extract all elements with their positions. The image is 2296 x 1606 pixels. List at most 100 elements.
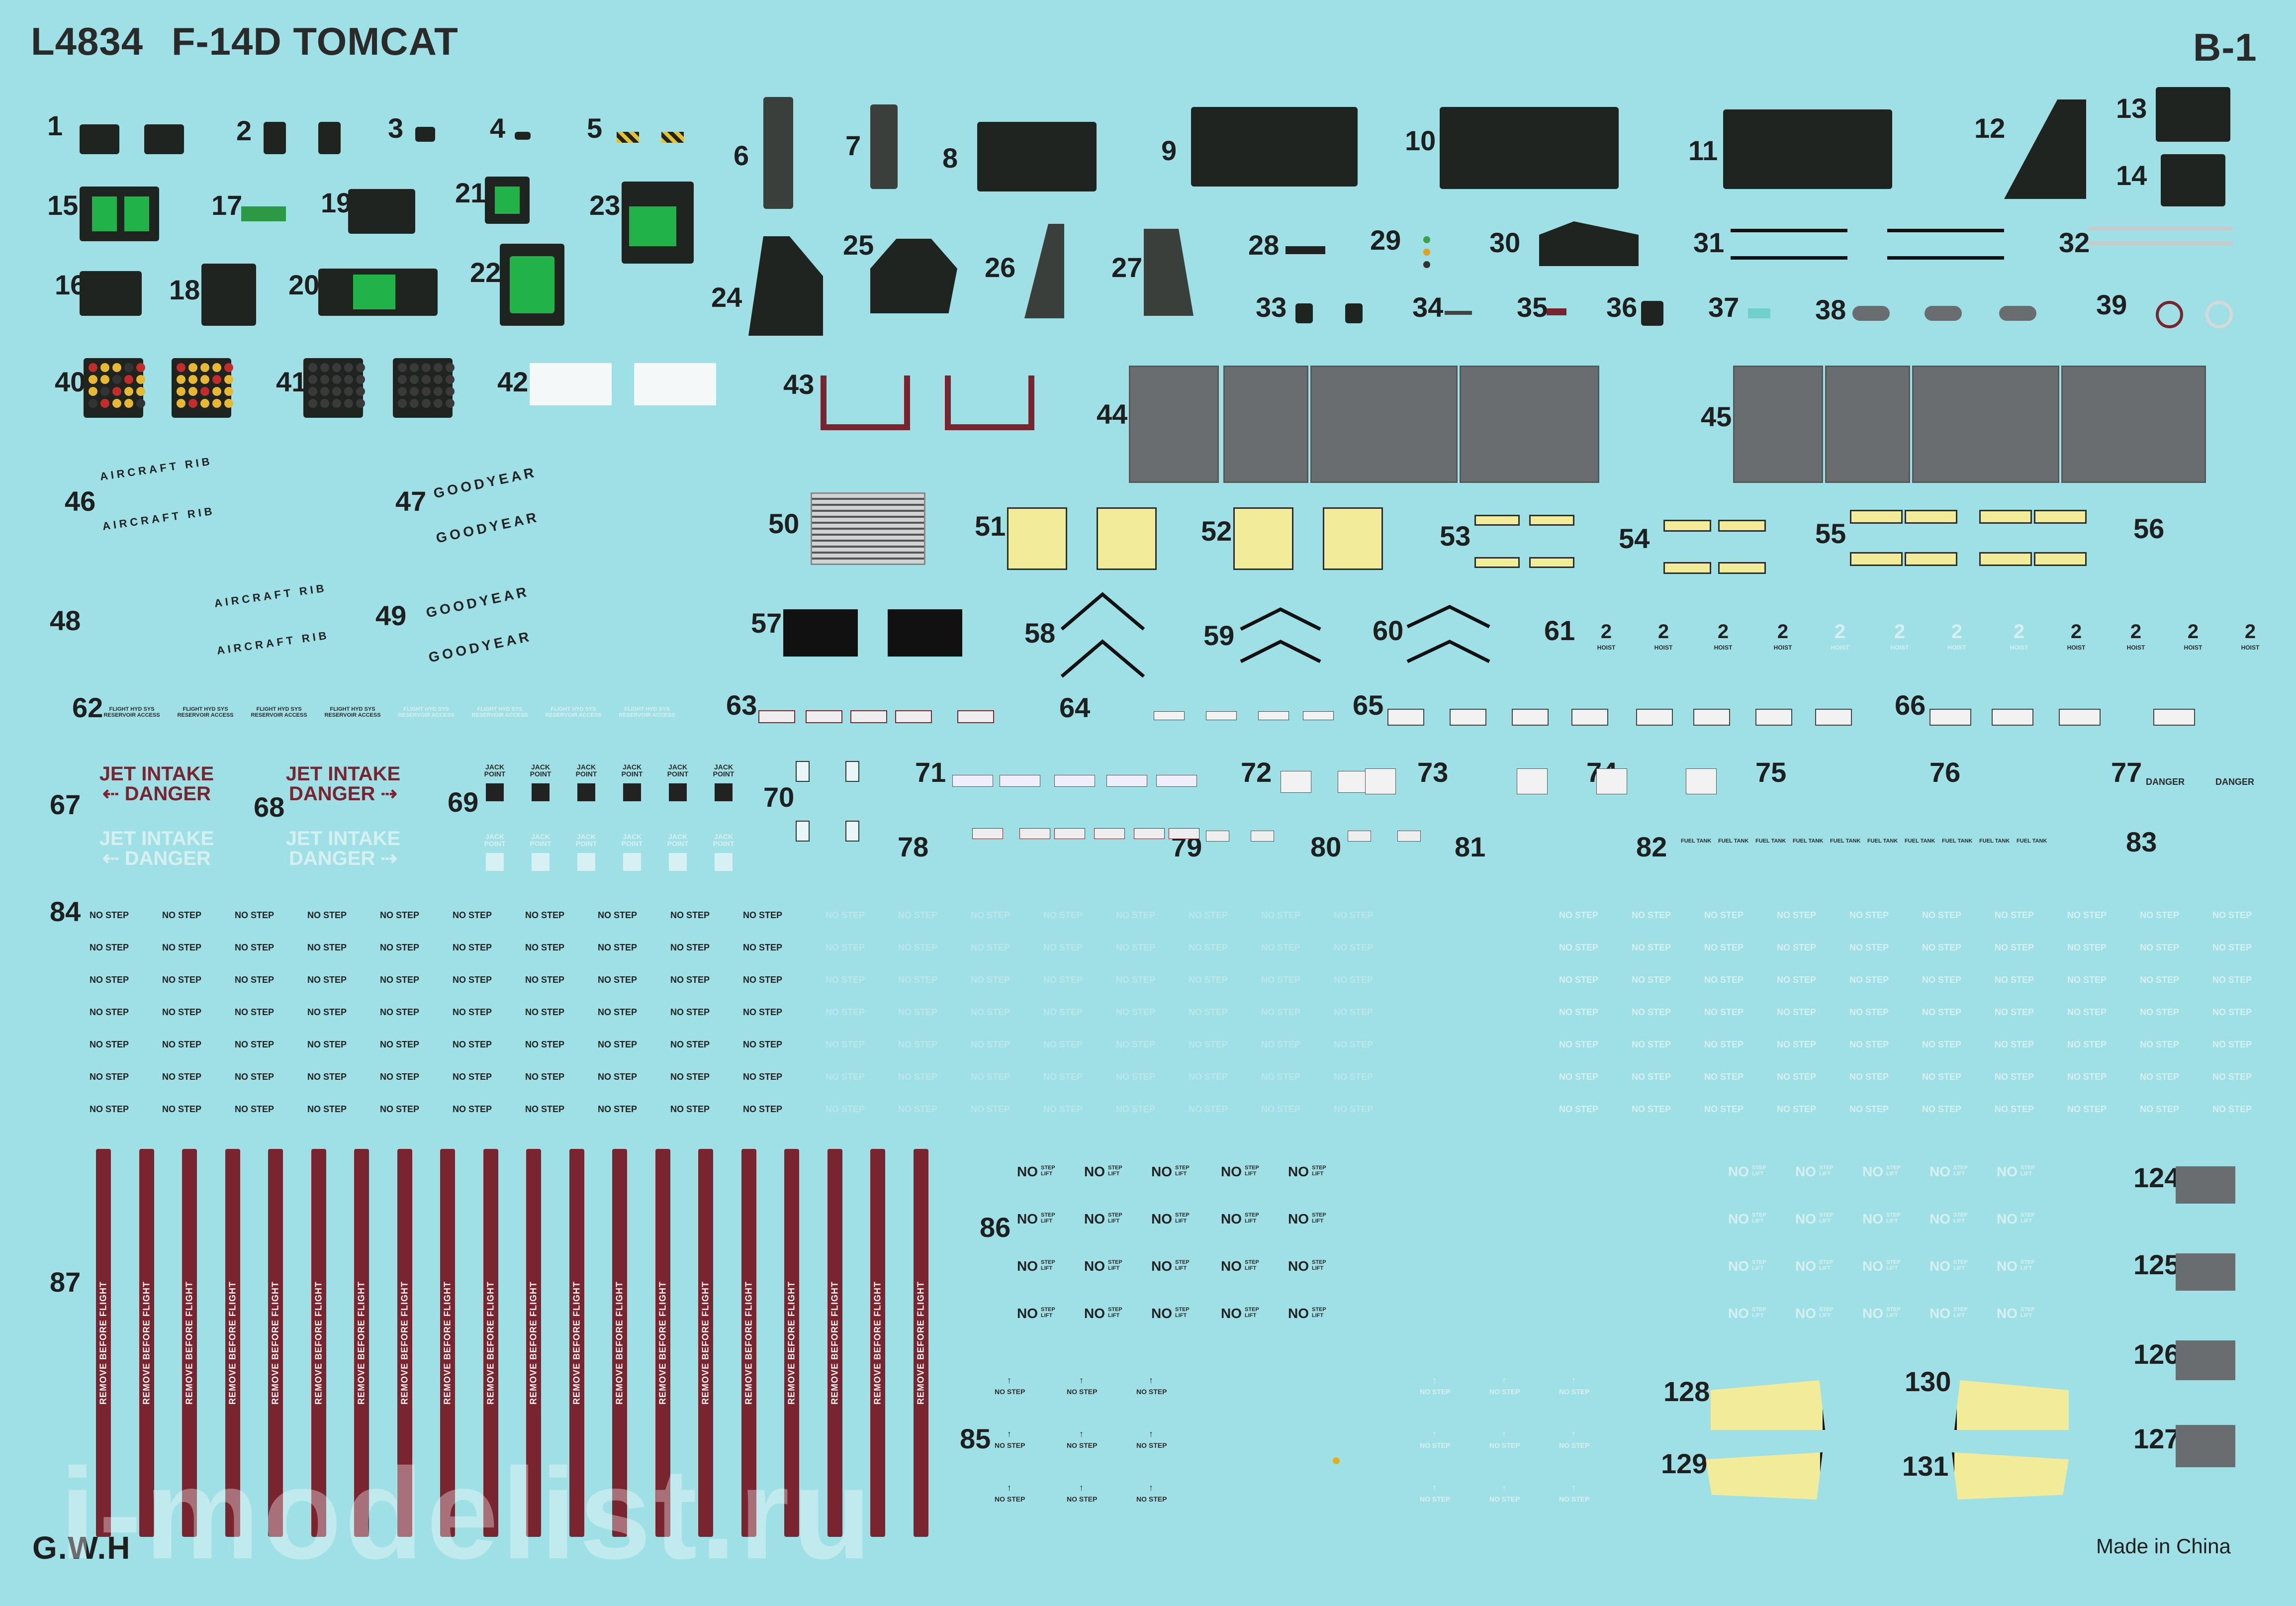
no-step-decal: NO STEP	[1189, 1072, 1228, 1082]
no-step-decal: NO STEP	[670, 1007, 710, 1017]
no-step-decal: NO STEP	[162, 1072, 202, 1082]
no-step-decal: NO STEP	[2140, 1007, 2180, 1017]
decal-30	[1539, 221, 1639, 266]
no-step-lift-sub: STEP LIFT	[1752, 1307, 1766, 1319]
no-step-decal: NO STEP	[898, 1072, 938, 1082]
decal-129	[1706, 1452, 1823, 1500]
no-step-lift-no: NO	[1017, 1306, 1038, 1321]
no-step-lift-sub: STEP LIFT	[1041, 1212, 1055, 1225]
decal-77a: DANGER	[2146, 777, 2185, 787]
no-step-lift-sub: STEP LIFT	[1312, 1212, 1326, 1225]
no-step-decal: NO STEP	[1922, 1039, 1962, 1049]
indicator-dot	[112, 399, 121, 408]
no-step-decal: NO STEP	[1704, 1007, 1744, 1017]
decal-28	[1286, 246, 1325, 254]
decal-73-placard	[1686, 768, 1717, 794]
no-step-arrow-icon: ↑	[1079, 1375, 1084, 1385]
decal-12	[2004, 99, 2086, 199]
indicator-dot	[136, 387, 145, 396]
no-step-decal: NO STEP	[1559, 1072, 1599, 1082]
no-step-decal: NO STEP	[2067, 910, 2107, 920]
decal-number-61: 61	[1544, 615, 1575, 646]
decal-31b	[1731, 256, 1847, 260]
indicator-dot	[332, 399, 341, 408]
decal-number-35: 35	[1517, 291, 1548, 323]
remove-before-flight-streamer: REMOVE BEFORE FLIGHT	[139, 1149, 154, 1537]
no-step-arrow-label: NO STEP	[1136, 1441, 1167, 1449]
decal-7	[870, 104, 898, 189]
remove-before-flight-streamer: REMOVE BEFORE FLIGHT	[354, 1149, 369, 1537]
no-step-decal: NO STEP	[307, 943, 347, 952]
no-step-decal: NO STEP	[1189, 975, 1228, 985]
decal-32a	[2089, 226, 2233, 230]
decal-70-placard	[796, 761, 810, 782]
decal-41a	[303, 358, 365, 418]
jack-point-label: JACK POINT	[713, 763, 735, 778]
no-step-decal: NO STEP	[1189, 1104, 1228, 1114]
remove-before-flight-text: REMOVE BEFORE FLIGHT	[528, 1281, 539, 1405]
no-step-lift-no: NO	[1795, 1164, 1816, 1179]
decal-128	[1711, 1380, 1825, 1430]
no-step-decal: NO STEP	[826, 975, 865, 985]
decal-13	[2156, 87, 2230, 142]
decal-71-placard	[1000, 775, 1040, 787]
indicator-dot	[332, 363, 341, 372]
decal-2b	[318, 122, 341, 154]
decal-number-63: 63	[726, 689, 757, 721]
decal-59	[1240, 607, 1321, 663]
no-step-decal: NO STEP	[971, 975, 1010, 985]
indicator-dot	[308, 387, 317, 396]
decal-number-49: 49	[375, 600, 407, 631]
no-step-decal: NO STEP	[1559, 975, 1599, 985]
no-step-decal: NO STEP	[1043, 975, 1083, 985]
decal-78-placard	[1094, 828, 1125, 839]
indicator-dot	[398, 375, 407, 384]
decal-number-77: 77	[2111, 756, 2142, 788]
decal-50	[811, 492, 925, 565]
indicator-dot	[212, 363, 221, 372]
decal-63-placard	[895, 710, 932, 723]
decal-26	[1024, 224, 1064, 318]
decal-35	[1547, 308, 1566, 315]
sheet-id: B-1	[2193, 25, 2257, 69]
no-step-decal: NO STEP	[380, 1104, 420, 1114]
no-step-decal: NO STEP	[1632, 1039, 1671, 1049]
no-step-decal: NO STEP	[1043, 1072, 1083, 1082]
no-step-lift-no: NO	[1795, 1306, 1816, 1321]
decal-62-placard: FLIGHT HYD SYS RESERVOIR ACCESS	[398, 706, 455, 719]
no-step-decal: NO STEP	[1261, 943, 1301, 952]
decal-62-placard: FLIGHT HYD SYS RESERVOIR ACCESS	[471, 706, 528, 719]
indicator-dot	[89, 387, 97, 396]
remove-before-flight-text: REMOVE BEFORE FLIGHT	[399, 1281, 409, 1405]
no-step-arrow-label: NO STEP	[1489, 1441, 1520, 1449]
decal-45c	[1912, 366, 2059, 483]
decal-number-83: 83	[2126, 826, 2157, 857]
decal-64-placard	[1206, 711, 1237, 720]
decal-21	[485, 177, 530, 224]
indicator-dot	[100, 387, 109, 396]
no-step-lift-no: NO	[1728, 1164, 1749, 1179]
no-step-decal: NO STEP	[971, 910, 1010, 920]
decal-67-ghost-danger: ⇠ DANGER	[102, 848, 211, 869]
decal-number-59: 59	[1203, 620, 1235, 651]
no-step-lift-sub: STEP LIFT	[2020, 1259, 2035, 1272]
no-step-decal: NO STEP	[1704, 943, 1744, 952]
hoist-label: HOIST	[2126, 644, 2145, 651]
no-step-decal: NO STEP	[1334, 975, 1374, 985]
decal-43b	[945, 376, 1034, 430]
no-step-decal: NO STEP	[2212, 943, 2252, 952]
decal-2a	[264, 122, 286, 154]
decal-number-53: 53	[1440, 520, 1471, 552]
jack-point-symbol	[669, 783, 687, 801]
indicator-dot	[410, 387, 419, 396]
decal-number-82: 82	[1636, 831, 1667, 862]
no-step-decal: NO STEP	[598, 1039, 638, 1049]
no-step-lift-sub: STEP LIFT	[1886, 1165, 1901, 1177]
no-step-decal: NO STEP	[1777, 943, 1817, 952]
decal-number-131: 131	[1902, 1450, 1949, 1482]
decal-number-62: 62	[72, 692, 103, 723]
no-step-decal: NO STEP	[1995, 1039, 2034, 1049]
decal-57b	[888, 609, 962, 657]
no-step-decal: NO STEP	[1116, 910, 1156, 920]
